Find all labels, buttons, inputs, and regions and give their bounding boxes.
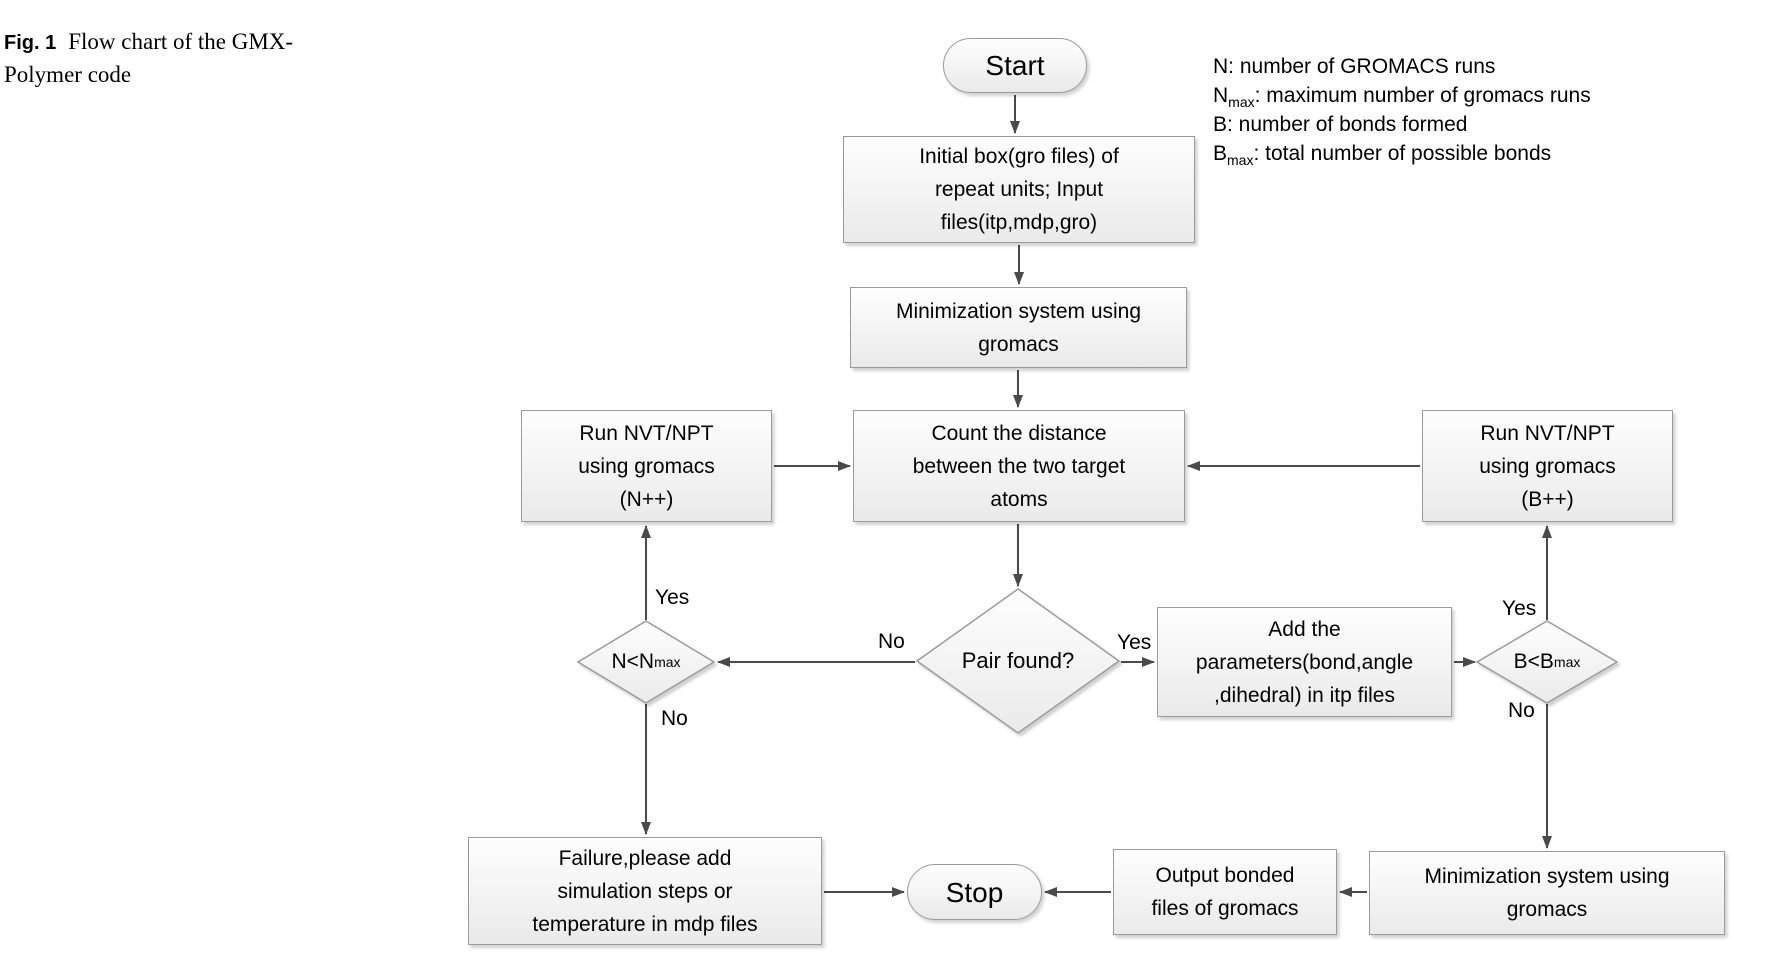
node-line: gromacs <box>978 332 1059 356</box>
legend-term: B <box>1213 113 1228 136</box>
node-stop: Stop <box>907 864 1042 920</box>
node-minimization-bottom: Minimization system using gromacs <box>1369 851 1725 935</box>
node-count-distance: Count the distance between the two targe… <box>853 410 1185 522</box>
edge-label-pair-no: No <box>878 630 905 653</box>
node-output-bonded: Output bonded files of gromacs <box>1113 849 1337 935</box>
edge-label-nmax-no: No <box>661 707 688 730</box>
node-line: files(itp,mdp,gro) <box>940 211 1098 234</box>
figure-caption-label: Fig. 1 <box>4 32 57 54</box>
node-line: Minimization system using <box>895 299 1142 323</box>
decision-text: Pair found? <box>961 648 1075 673</box>
node-line: Run NVT/NPT <box>579 421 714 445</box>
node-nmax-shape <box>576 620 716 704</box>
node-pair-found-shape <box>915 588 1121 734</box>
node-add-parameters: Add the parameters(bond,angle ,dihedral)… <box>1157 607 1452 717</box>
legend-term: N <box>1213 84 1229 107</box>
legend-item-n: N: number of GROMACS runs <box>1213 52 1591 81</box>
legend-subscript: max <box>1228 94 1255 111</box>
node-line: gromacs <box>1506 898 1588 921</box>
node-line: ,dihedral) in itp files <box>1214 683 1395 707</box>
decision-text: N<N <box>611 650 655 673</box>
node-line: Minimization system using <box>1424 865 1670 888</box>
legend-text: : total number of possible bonds <box>1253 142 1552 165</box>
node-line: repeat units; Input <box>934 178 1104 201</box>
node-line: Initial box(gro files) of <box>919 145 1119 168</box>
legend-item-bmax: Bmax: total number of possible bonds <box>1213 139 1591 168</box>
node-line: temperature in mdp files <box>532 912 758 936</box>
legend-text: : maximum number of gromacs runs <box>1254 84 1591 107</box>
edge-label-nmax-yes: Yes <box>655 586 690 609</box>
node-line: Failure,please add <box>558 846 732 870</box>
node-line: (B++) <box>1521 487 1574 511</box>
node-minimization-top: Minimization system using gromacs <box>850 287 1187 368</box>
legend-text: : number of bonds formed <box>1227 113 1468 136</box>
legend-text: : number of GROMACS runs <box>1228 55 1496 78</box>
node-line: atoms <box>990 487 1048 511</box>
node-run-nvt-left: Run NVT/NPT using gromacs (N++) <box>521 410 772 522</box>
figure-caption-text: Flow chart of the GMX-Polymer code <box>4 29 294 87</box>
node-pair-found-label: Pair found? <box>917 589 1119 733</box>
node-label: Start <box>985 50 1045 81</box>
node-run-nvt-right: Run NVT/NPT using gromacs (B++) <box>1422 410 1673 522</box>
node-line: Run NVT/NPT <box>1480 421 1615 445</box>
legend-term: N <box>1213 55 1229 78</box>
edge-label-pair-yes: Yes <box>1117 631 1152 654</box>
decision-text: B<B <box>1513 650 1554 673</box>
node-initial-box: Initial box(gro files) of repeat units; … <box>843 136 1195 243</box>
node-start: Start <box>943 38 1087 93</box>
node-line: using gromacs <box>578 454 715 478</box>
node-line: (N++) <box>619 487 674 511</box>
legend: N: number of GROMACS runs Nmax: maximum … <box>1213 52 1591 168</box>
node-failure: Failure,please add simulation steps or t… <box>468 837 822 945</box>
node-label: Stop <box>945 876 1004 908</box>
legend-item-b: B: number of bonds formed <box>1213 110 1591 139</box>
legend-term: B <box>1213 142 1228 165</box>
edge-label-bmax-no: No <box>1508 699 1535 722</box>
node-line: files of gromacs <box>1151 897 1299 920</box>
legend-item-nmax: Nmax: maximum number of gromacs runs <box>1213 81 1591 110</box>
node-line: Count the distance <box>931 421 1107 445</box>
edge-label-bmax-yes: Yes <box>1502 597 1537 620</box>
node-line: between the two target <box>912 454 1126 478</box>
node-line: using gromacs <box>1479 454 1616 478</box>
node-bmax-shape <box>1475 620 1619 704</box>
node-line: Output bonded <box>1155 864 1295 887</box>
node-line: simulation steps or <box>557 879 733 903</box>
node-line: Add the <box>1268 617 1341 641</box>
legend-subscript: max <box>1227 152 1254 169</box>
node-line: parameters(bond,angle <box>1195 650 1414 674</box>
